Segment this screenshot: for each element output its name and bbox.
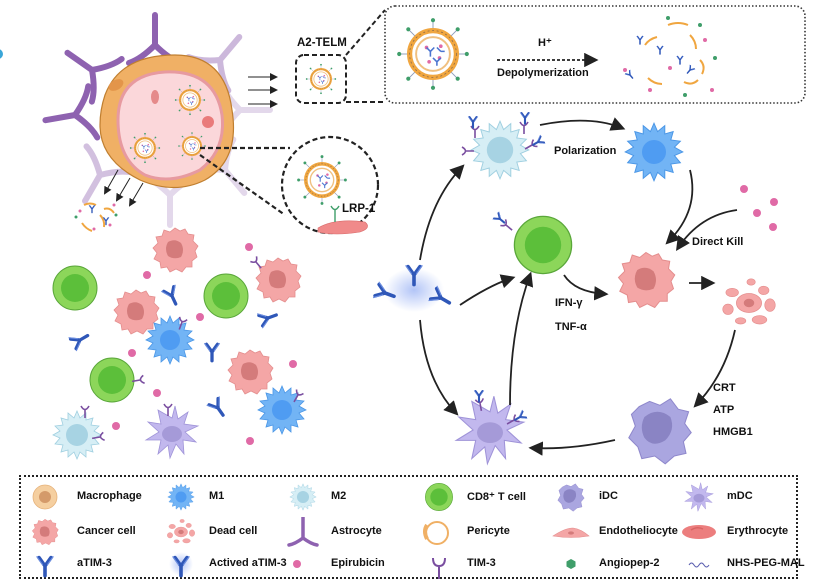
astrocyte-icon xyxy=(287,517,319,547)
legend: Macrophage M1 M2 CD8⁺ T cell iDC mDC Can… xyxy=(19,475,805,579)
atp-label: ATP xyxy=(713,404,735,416)
m1-icon xyxy=(167,483,195,511)
epirubicin-icon xyxy=(293,560,301,568)
cycle-arrows xyxy=(419,117,738,456)
a2telm-label: A2-TELM xyxy=(297,37,347,49)
cancer-cell-icon xyxy=(31,518,59,546)
depolymerized-fragments xyxy=(623,16,717,97)
erythrocyte-icon xyxy=(682,525,716,539)
immune-cycle xyxy=(371,111,778,465)
depolymerization-label: Depolymerization xyxy=(497,67,589,79)
angiopep2-icon xyxy=(566,559,576,569)
dead-cell-icon xyxy=(166,519,196,544)
pericyte-icon xyxy=(423,521,449,545)
a2telm-large-icon xyxy=(397,18,469,90)
atim3-icon xyxy=(34,554,56,578)
direct-kill-label: Direct Kill xyxy=(692,236,744,248)
ifn-gamma-label: IFN-γ xyxy=(555,297,583,309)
a2telm-small-box xyxy=(295,54,347,104)
cd8-t-cell-icon xyxy=(425,483,453,511)
efflux-arrows xyxy=(104,73,278,207)
blood-vessel xyxy=(99,54,235,189)
crt-label: CRT xyxy=(713,382,736,394)
released-fragments xyxy=(74,202,118,232)
nhs-peg-mal-icon xyxy=(688,562,710,568)
lrp1-label: LRP-1 xyxy=(342,203,376,215)
hmgb1-label: HMGB1 xyxy=(713,426,753,438)
macrophage-icon xyxy=(32,484,58,510)
atim3-antibodies xyxy=(371,263,456,312)
idc-icon xyxy=(557,483,585,512)
lrp1-receptor-icon xyxy=(330,205,340,222)
tumor-microenvironment xyxy=(52,202,307,460)
actived-atim3-icon xyxy=(169,552,193,578)
depolymerization-box xyxy=(384,5,806,104)
endotheliocyte xyxy=(317,220,368,235)
a2telm-nanoparticle-icon xyxy=(304,62,338,96)
mdc-icon xyxy=(684,482,714,512)
h-plus-label: H⁺ xyxy=(538,37,552,49)
polarization-label: Polarization xyxy=(554,145,617,157)
m2-icon xyxy=(289,483,317,511)
a2telm-binding-icon xyxy=(295,153,349,207)
tim3-icon xyxy=(432,557,446,579)
partial-cell-fragment xyxy=(0,49,3,59)
tnf-alpha-label: TNF-α xyxy=(555,321,587,333)
endotheliocyte-icon xyxy=(552,527,590,538)
